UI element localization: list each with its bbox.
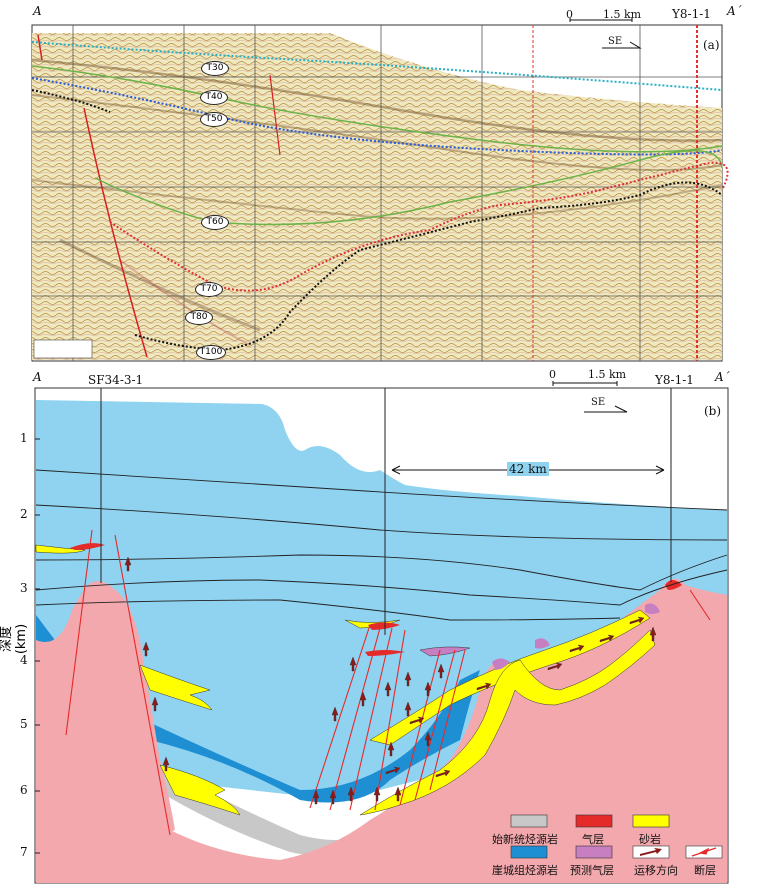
fault-line-a1	[37, 34, 43, 61]
y-tick-3: 3	[20, 581, 28, 595]
scale-bar-b	[552, 381, 618, 386]
fault-b3	[309, 624, 371, 809]
y-tick-2: 2	[20, 507, 28, 521]
direction-arrow-b	[584, 405, 628, 413]
legend-swatch-yacheng	[510, 845, 548, 859]
sandstone-left-low	[159, 764, 241, 816]
basement-main	[36, 578, 727, 883]
fault-b9	[429, 649, 466, 791]
panel-a-direction: SE	[608, 36, 623, 47]
horizon-label-t80: T80	[185, 310, 213, 325]
panel-b-scale-value: 1.5 km	[588, 368, 627, 381]
horizon-t30	[31, 41, 723, 91]
legend-label-fault: 断层	[694, 864, 716, 877]
fault-b8	[414, 649, 456, 801]
legend-label-gas: 气层	[582, 833, 604, 846]
fault-b5	[349, 627, 393, 811]
panel-b-left-label: A	[33, 370, 42, 384]
horizon-t60	[94, 149, 723, 226]
horizon-t100	[134, 181, 723, 352]
panel-b-direction: SE	[591, 397, 606, 408]
panel-a-right-label: A´	[727, 4, 742, 18]
fault-b1	[65, 529, 93, 736]
horizon-label-t50: T50	[200, 112, 228, 127]
fault-line-a3	[269, 74, 281, 156]
panel-a-left-label: A	[33, 4, 42, 18]
legend-swatches	[510, 814, 723, 859]
panel-a-scale-zero: 0	[566, 8, 573, 21]
panel-b-panel-label: (b)	[704, 404, 722, 418]
horizon-label-t70: T70	[195, 282, 223, 297]
panel-a-well-label: Y8-1-1	[672, 7, 711, 21]
y-tick-5: 5	[20, 717, 28, 731]
gas-layer-left	[70, 543, 105, 550]
legend-swatch-eocene	[510, 814, 548, 828]
panel-b-right-label: A´	[715, 370, 730, 384]
y-tick-1: 1	[20, 431, 28, 445]
legend-label-migration: 运移方向	[634, 864, 678, 877]
legend-swatch-predicted-gas	[575, 845, 613, 859]
legend-label-sandstone: 砂岩	[639, 833, 661, 846]
fault-b2	[114, 534, 171, 836]
horizon-label-t60: T60	[201, 215, 229, 230]
sandstone-left-mid	[139, 664, 213, 711]
panel-b-well-right: Y8-1-1	[655, 373, 694, 387]
predicted-gas-lens	[419, 646, 471, 657]
distance-label: 42 km	[507, 462, 549, 476]
fault-b7	[399, 649, 441, 806]
horizon-t40	[31, 65, 723, 153]
sandstone-left-top	[35, 544, 86, 554]
y-tick-6: 6	[20, 783, 28, 797]
sandstone-basal	[359, 629, 656, 816]
horizon-label-t100: T100	[196, 345, 226, 360]
panel-a-scale-value: 1.5 km	[603, 8, 642, 21]
y-tick-7: 7	[20, 845, 28, 859]
legend-label-predicted-gas: 预测气层	[570, 864, 614, 877]
scale-bar-a	[569, 18, 633, 22]
legend-swatch-sandstone	[632, 814, 670, 828]
horizon-label-t40: T40	[200, 90, 228, 105]
seismic-section	[31, 18, 729, 362]
horizon-t70	[109, 161, 729, 292]
horizon-label-t30: T30	[201, 61, 229, 76]
panel-a-panel-label: (a)	[703, 38, 720, 52]
panel-b-scale-zero: 0	[549, 368, 556, 381]
y-tick-4: 4	[20, 653, 28, 667]
gas-layer-mid	[368, 622, 400, 630]
legend-swatch-gas	[575, 814, 613, 828]
fault-b4	[329, 627, 381, 811]
legend-label-eocene: 始新统烃源岩	[492, 833, 558, 846]
gas-layer-center	[365, 650, 405, 656]
fault-b6	[374, 629, 406, 811]
panel-b-well-left: SF34-3-1	[88, 373, 144, 387]
fault-b10	[689, 589, 711, 621]
direction-arrow-a	[602, 41, 642, 49]
legend-label-yacheng: 崖城组烃源岩	[492, 864, 558, 877]
fault-line-a2	[83, 107, 148, 358]
